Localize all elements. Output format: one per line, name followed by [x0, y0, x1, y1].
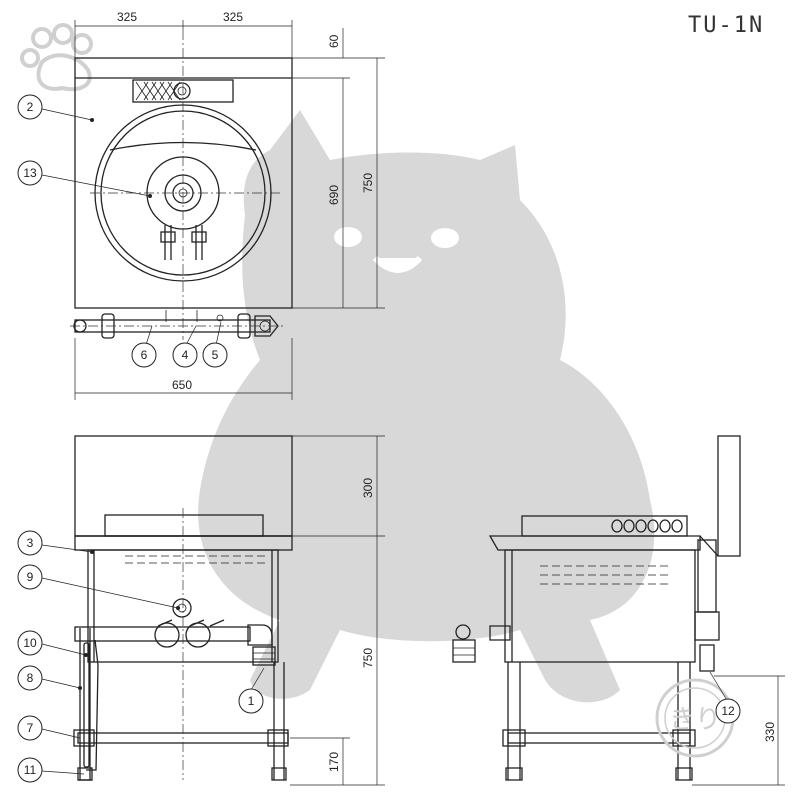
dim-top-right: 325	[223, 10, 243, 24]
callout-4: 4	[172, 342, 198, 368]
callouts: 2 13 6 4 5 3 9 10 8 7 11 1 12	[17, 94, 741, 783]
svg-text:3: 3	[27, 536, 34, 550]
model-title: TU-1N	[688, 13, 764, 38]
callout-1: 1	[238, 688, 264, 714]
dim-top-margin: 60	[327, 34, 341, 48]
stamp-text: きり	[669, 705, 721, 735]
dim-hood-height: 300	[361, 478, 375, 498]
svg-text:10: 10	[23, 636, 37, 650]
svg-text:5: 5	[212, 348, 219, 362]
callout-11: 11	[17, 757, 43, 783]
dim-inner-depth: 690	[327, 185, 341, 205]
callout-7: 7	[17, 715, 43, 741]
callout-5: 5	[202, 342, 228, 368]
svg-text:4: 4	[182, 348, 189, 362]
callout-8: 8	[17, 665, 43, 691]
svg-text:2: 2	[27, 100, 34, 114]
svg-text:12: 12	[721, 704, 735, 718]
svg-text:13: 13	[23, 166, 37, 180]
svg-text:9: 9	[27, 570, 34, 584]
dim-body-height: 750	[361, 648, 375, 668]
cat-watermark	[198, 110, 655, 703]
dim-side-drain: 330	[763, 722, 777, 742]
svg-text:1: 1	[248, 694, 255, 708]
svg-text:6: 6	[141, 348, 148, 362]
paw-print-watermark	[20, 23, 93, 91]
side-view: 330	[452, 435, 785, 786]
front-view: 300 750 170	[73, 435, 385, 786]
callout-2: 2	[17, 94, 43, 120]
callout-3: 3	[17, 530, 43, 556]
top-view: 325 325	[70, 10, 385, 400]
callout-6: 6	[131, 342, 157, 368]
callout-10: 10	[17, 630, 43, 656]
dim-outer-depth: 750	[361, 173, 375, 193]
dim-top-left: 325	[117, 10, 137, 24]
svg-text:7: 7	[27, 721, 34, 735]
callout-9: 9	[17, 564, 43, 590]
svg-text:8: 8	[27, 671, 34, 685]
callout-13: 13	[17, 160, 43, 186]
dim-width: 650	[172, 378, 192, 392]
callout-12: 12	[715, 698, 741, 724]
dim-lower-shelf: 170	[327, 752, 341, 772]
svg-text:11: 11	[24, 763, 37, 777]
